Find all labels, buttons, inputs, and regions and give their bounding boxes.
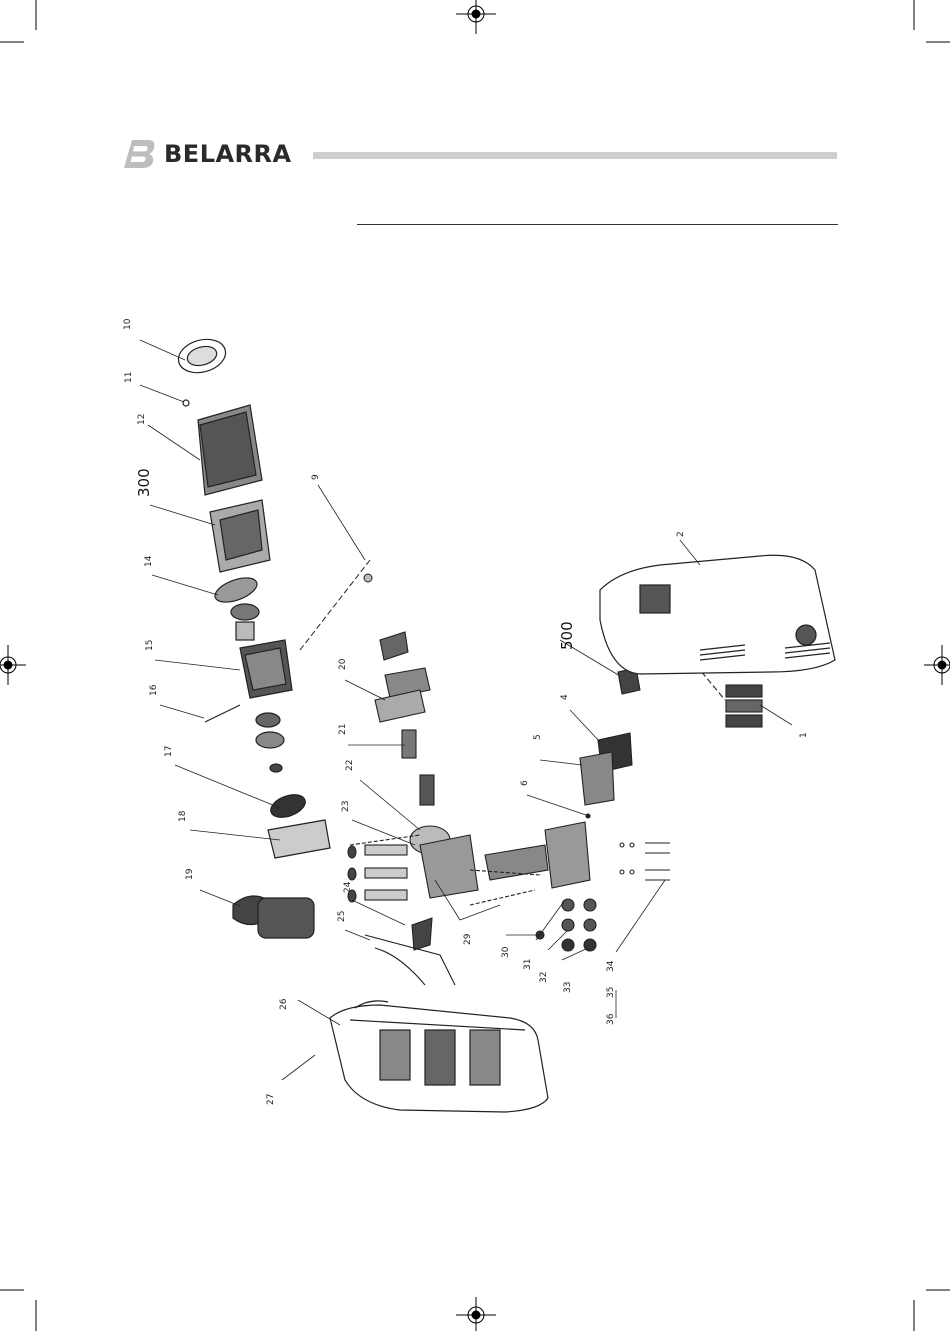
callout-33: 33 — [563, 982, 573, 993]
base-housing — [330, 1001, 548, 1112]
callout-18: 18 — [178, 810, 188, 822]
callout-15: 15 — [145, 640, 155, 651]
crosshair-top-icon — [456, 0, 496, 34]
callout-26: 26 — [279, 998, 289, 1010]
pump-head — [470, 822, 670, 951]
callout-16: 16 — [149, 684, 159, 696]
switch-assembly — [580, 662, 762, 818]
bolt-set — [620, 843, 670, 880]
crosshair-left-icon — [0, 645, 26, 685]
callout-22: 22 — [345, 760, 355, 771]
callout-21: 21 — [338, 724, 348, 735]
crosshair-right-icon — [924, 645, 950, 685]
callout-500: 500 — [558, 621, 576, 650]
top-housing — [600, 555, 835, 674]
callout-1: 1 — [799, 732, 809, 738]
callout-20: 20 — [338, 658, 348, 670]
callout-6: 6 — [520, 780, 530, 786]
callout-4: 4 — [560, 694, 570, 700]
callout-23: 23 — [341, 801, 351, 812]
callout-25: 25 — [337, 911, 347, 922]
callout-17: 17 — [164, 746, 174, 757]
pump-assembly — [348, 632, 478, 985]
pump-axis-line — [300, 560, 372, 650]
callout-31: 31 — [523, 959, 533, 970]
callout-30: 30 — [501, 946, 511, 958]
callout-32: 32 — [539, 972, 549, 983]
callout-19: 19 — [185, 868, 195, 880]
callout-29: 29 — [463, 933, 473, 945]
callout-9: 9 — [311, 474, 321, 480]
crosshair-bottom-icon — [456, 1297, 496, 1331]
callout-36: 36 — [606, 1013, 616, 1025]
callout-10: 10 — [123, 318, 133, 330]
callout-5: 5 — [533, 734, 543, 740]
motor-assembly — [175, 334, 330, 938]
callout-2: 2 — [676, 531, 686, 537]
callout-14: 14 — [144, 555, 154, 567]
callout-24: 24 — [343, 881, 353, 893]
callout-35: 35 — [606, 987, 616, 998]
callout-12: 12 — [137, 414, 147, 425]
callout-27: 27 — [266, 1094, 276, 1105]
callout-300: 300 — [135, 468, 153, 497]
callout-34: 34 — [606, 960, 616, 972]
callout-11: 11 — [124, 372, 134, 383]
